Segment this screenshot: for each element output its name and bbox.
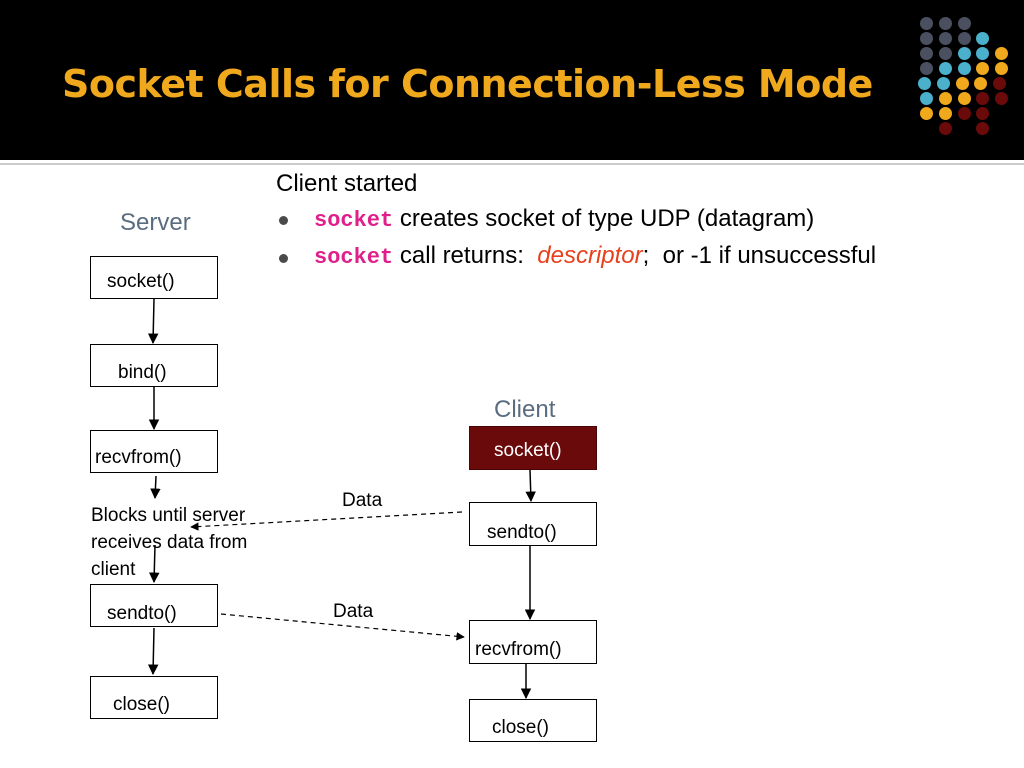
decorative-dot: [939, 62, 952, 75]
decorative-dot: [920, 47, 933, 60]
server-close-label: close(): [113, 694, 171, 715]
bullet-1-text: creates socket of type UDP (datagram): [393, 205, 815, 232]
server-sendto-label: sendto(): [107, 603, 177, 624]
client-recvfrom-label: recvfrom(): [475, 639, 562, 660]
client-close-box: close(): [469, 699, 597, 742]
arrow-client-socket-to-sendto: [525, 469, 536, 503]
slide-header: Socket Calls for Connection-Less Mode: [0, 0, 1024, 160]
decorative-dot: [976, 47, 989, 60]
client-label: Client: [494, 396, 556, 423]
decorative-dot: [976, 92, 989, 105]
slide-title: Socket Calls for Connection-Less Mode: [62, 62, 873, 106]
bullet-icon: [279, 216, 288, 225]
client-sendto-label: sendto(): [487, 522, 557, 543]
dashed-arrow-data-to-client: [220, 613, 465, 641]
arrow-sendto-to-close: [147, 627, 159, 676]
bullet-2-text: call returns:: [393, 242, 538, 269]
decorative-dot: [939, 47, 952, 60]
decorative-dot: [958, 32, 971, 45]
decorative-dot: [993, 77, 1006, 90]
dashed-arrow-data-to-server: [190, 511, 463, 531]
decorative-dot: [995, 47, 1008, 60]
client-recvfrom-box: recvfrom(): [469, 620, 597, 664]
server-sendto-box: sendto(): [90, 584, 218, 627]
decorative-dot: [939, 122, 952, 135]
decorative-dot: [920, 62, 933, 75]
decorative-dot: [920, 92, 933, 105]
client-close-label: close(): [492, 717, 550, 738]
decorative-dot: [958, 92, 971, 105]
data-label-request: Data: [342, 490, 383, 511]
descriptor-emphasis: descriptor: [537, 242, 643, 269]
decorative-dot: [974, 77, 987, 90]
server-close-box: close(): [90, 676, 218, 719]
arrow-blocks-to-sendto: [149, 544, 160, 584]
decorative-dot: [958, 17, 971, 30]
code-socket: socket: [314, 245, 394, 270]
decorative-dot: [958, 62, 971, 75]
bullet-1: socket creates socket of type UDP (datag…: [314, 205, 814, 233]
code-socket: socket: [314, 208, 394, 233]
decorative-dot: [939, 32, 952, 45]
decorative-dot: [920, 107, 933, 120]
server-label: Server: [120, 209, 191, 236]
decorative-dot: [939, 17, 952, 30]
decorative-dot: [995, 92, 1008, 105]
data-label-reply: Data: [333, 601, 374, 622]
server-recvfrom-label: recvfrom(): [95, 447, 182, 468]
blocks-note-line2: receives data from: [91, 532, 248, 553]
decorative-dot: [937, 77, 950, 90]
arrow-recvfrom-down: [150, 475, 161, 500]
arrow-socket-to-bind: [147, 298, 159, 345]
decorative-dot: [976, 122, 989, 135]
decorative-dot: [918, 77, 931, 90]
decorative-dot: [939, 107, 952, 120]
server-bind-label: bind(): [118, 362, 167, 383]
decorative-dot: [976, 32, 989, 45]
decorative-dot: [939, 92, 952, 105]
server-socket-box: socket(): [90, 256, 218, 299]
decorative-dot-grid: [900, 12, 1024, 142]
decorative-dot: [920, 32, 933, 45]
intro-heading: Client started: [276, 170, 418, 197]
client-socket-label: socket(): [494, 440, 562, 461]
client-sendto-box: sendto(): [469, 502, 597, 546]
blocks-note-line3: client: [91, 559, 136, 580]
decorative-dot: [920, 17, 933, 30]
decorative-dot: [958, 47, 971, 60]
blocks-note-line1: Blocks until server: [91, 505, 246, 526]
decorative-dot: [956, 77, 969, 90]
decorative-dot: [958, 107, 971, 120]
decorative-dot: [976, 62, 989, 75]
bullet-icon: [279, 254, 288, 263]
server-socket-label: socket(): [107, 271, 175, 292]
bullet-2: socket call returns: descriptor; or -1 i…: [314, 242, 876, 270]
server-recvfrom-box: recvfrom(): [90, 430, 218, 473]
decorative-dot: [995, 62, 1008, 75]
server-bind-box: bind(): [90, 344, 218, 387]
decorative-dot: [976, 107, 989, 120]
header-divider: [0, 163, 1024, 165]
bullet-2-tail: ; or -1 if unsuccessful: [642, 242, 877, 269]
client-socket-box: socket(): [469, 426, 597, 470]
